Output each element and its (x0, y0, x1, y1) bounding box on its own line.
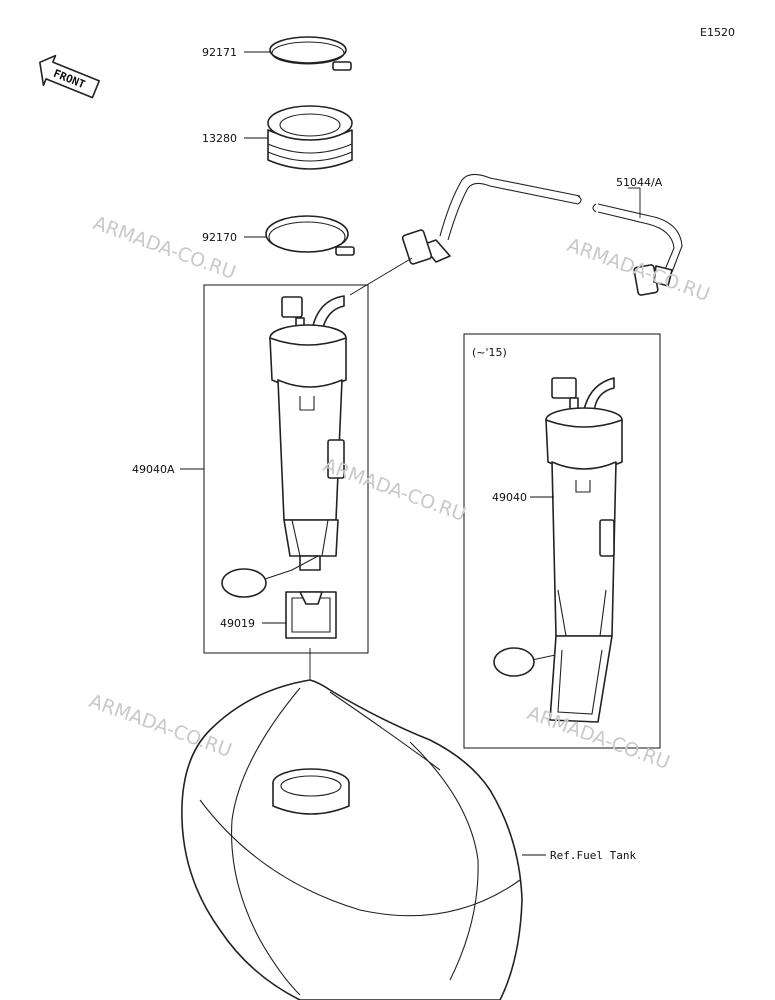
front-arrow-icon: FRONT (39, 54, 100, 99)
figure-code: E1520 (700, 26, 735, 39)
clamp-92171 (269, 36, 352, 71)
callout-92171: 92171 (202, 46, 237, 59)
callout-49040a: 49040A (132, 463, 175, 476)
watermark: ARMADA-CO.RU (90, 212, 238, 284)
callout-51044a: 51044/A (616, 176, 663, 189)
grommet-13280 (267, 105, 353, 170)
watermark: ARMADA-CO.RU (320, 454, 468, 526)
watermark: ARMADA-CO.RU (86, 690, 234, 762)
frame-49040 (463, 333, 661, 749)
fuel-tank (181, 679, 523, 1000)
fuel-pump-49040 (493, 377, 623, 723)
callout-ref-fuel-tank: Ref.Fuel Tank (550, 849, 636, 862)
callout-49019: 49019 (220, 617, 255, 630)
clamp-92170 (265, 215, 355, 256)
callout-49040: 49040 (492, 491, 527, 504)
filter-49019 (285, 591, 337, 639)
callout-13280: 13280 (202, 132, 237, 145)
callout-92170: 92170 (202, 231, 237, 244)
fuel-hose-51044a (401, 173, 683, 296)
fuel-pump-49040a (221, 295, 347, 598)
variant-label: (~'15) (472, 346, 507, 359)
